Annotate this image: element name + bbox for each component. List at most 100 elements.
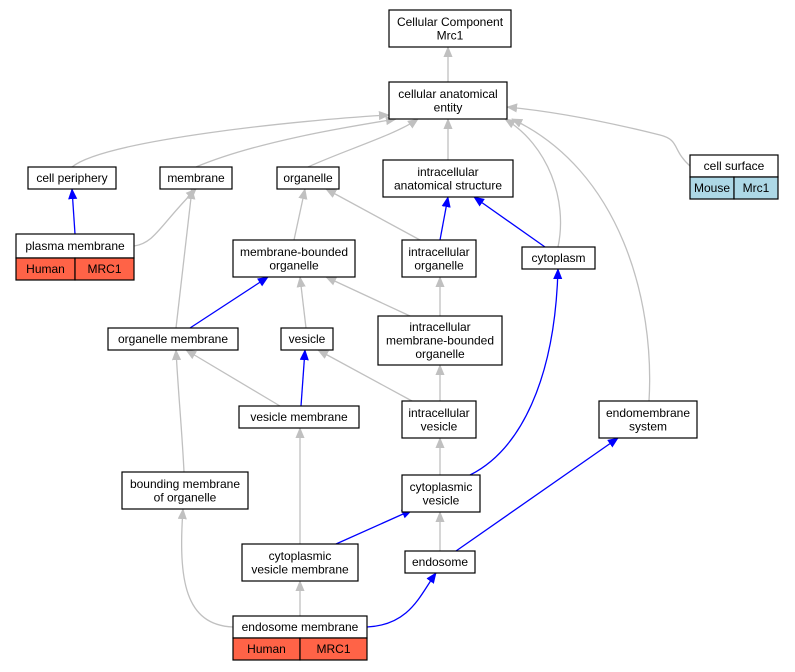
node-label: vesicle: [289, 332, 326, 346]
node-box: [401, 239, 477, 278]
node-box: [232, 239, 356, 278]
edge-intracellular-mb-organelle-to-membrane-bounded-organelle: [325, 276, 411, 317]
node-label: intracellular: [417, 165, 478, 179]
node-membrane[interactable]: membrane: [159, 166, 233, 190]
tag-cell: [299, 637, 368, 661]
edge-cytoplasm-to-cellular-anatomical-entity: [504, 118, 562, 248]
edge-layer: [68, 46, 691, 628]
edge-plasma-membrane-to-membrane: [133, 188, 197, 247]
edge-bounding-membrane-to-organelle-membrane: [171, 349, 185, 473]
node-label: cellular anatomical: [398, 87, 497, 101]
node-label: membrane: [167, 171, 225, 185]
node-label: membrane-bounded: [386, 334, 494, 348]
node-label: intracellular: [408, 245, 469, 259]
node-label: membrane-bounded: [240, 245, 348, 259]
node-label: vesicle membrane: [251, 562, 349, 576]
node-box: [159, 166, 233, 190]
node-label: cytoplasmic: [410, 480, 473, 494]
edge-intracellular-organelle-to-intracellular-anatomical-structure: [439, 196, 451, 241]
node-box: [401, 400, 477, 439]
node-label: Mrc1: [437, 28, 464, 42]
node-label: vesicle membrane: [250, 410, 348, 424]
node-box: [377, 315, 503, 366]
node-box: [276, 166, 340, 190]
node-box: [27, 166, 117, 190]
node-label: plasma membrane: [25, 239, 125, 253]
node-organelle[interactable]: organelle: [276, 166, 340, 190]
edge-endomembrane-system-to-cellular-anatomical-entity: [511, 118, 651, 402]
tag-label: Human: [26, 262, 65, 276]
edge-intracellular-vesicle-to-vesicle: [317, 349, 413, 402]
edge-membrane-to-cellular-anatomical-entity: [195, 116, 397, 168]
node-label: endomembrane: [606, 406, 690, 420]
node-box: [388, 81, 508, 120]
node-label: cytoplasm: [531, 251, 585, 265]
tag-label: Mouse: [694, 181, 730, 195]
tag-label: Mrc1: [743, 181, 770, 195]
node-label: organelle membrane: [118, 332, 228, 346]
node-box: [401, 474, 481, 513]
node-cytoplasm[interactable]: cytoplasm: [521, 246, 596, 270]
node-label: organelle: [415, 347, 465, 361]
node-endosome[interactable]: endosome: [404, 550, 476, 574]
edge-organelle-membrane-to-membrane-bounded-organelle: [189, 276, 269, 329]
node-box: [521, 246, 596, 270]
edge-cytoplasmic-vesicle-to-cytoplasm: [469, 268, 563, 476]
node-label: entity: [434, 100, 463, 114]
node-vesicle-membrane[interactable]: vesicle membrane: [238, 405, 360, 429]
node-box: [598, 400, 698, 439]
node-label: intracellular: [409, 320, 470, 334]
edge-organelle-to-cellular-anatomical-entity: [307, 118, 419, 168]
node-label: Cellular Component: [397, 15, 504, 29]
node-label: organelle: [283, 171, 333, 185]
node-box: [241, 543, 359, 582]
edge-plasma-membrane-to-cell-periphery: [68, 188, 78, 235]
node-label: of organelle: [154, 490, 217, 504]
tag-label: MRC1: [316, 642, 350, 656]
node-label: endosome: [412, 555, 468, 569]
edge-cytoplasm-to-intracellular-anatomical-structure: [473, 196, 546, 248]
node-label: organelle: [414, 258, 464, 272]
node-label: system: [629, 419, 667, 433]
edge-endosome-membrane-to-bounding-membrane: [177, 508, 234, 628]
tag-cell: [733, 176, 779, 200]
tag-label: Human: [247, 642, 286, 656]
edge-organelle-membrane-to-membrane: [175, 188, 196, 329]
edge-intracellular-organelle-to-organelle: [325, 188, 421, 241]
node-label: vesicle: [423, 493, 460, 507]
edge-vesicle-membrane-to-organelle-membrane: [185, 349, 281, 407]
node-label: bounding membrane: [130, 477, 240, 491]
node-label: vesicle: [421, 419, 458, 433]
edge-endosome-to-endomembrane-system: [455, 437, 619, 552]
node-box: [280, 327, 334, 351]
node-label: cell surface: [704, 159, 765, 173]
node-cell-periphery[interactable]: cell periphery: [27, 166, 117, 190]
node-vesicle[interactable]: vesicle: [280, 327, 334, 351]
edge-cytoplasmic-vesicle-membrane-to-cytoplasmic-vesicle: [335, 509, 413, 545]
node-box: [238, 405, 360, 429]
node-label: anatomical structure: [394, 178, 502, 192]
node-organelle-membrane[interactable]: organelle membrane: [107, 327, 239, 351]
edge-cell-periphery-to-cellular-anatomical-entity: [71, 110, 390, 168]
tag-label: MRC1: [87, 262, 121, 276]
node-label: intracellular: [408, 406, 469, 420]
node-label: organelle: [269, 258, 319, 272]
node-label: cell periphery: [36, 171, 107, 185]
edge-cell-surface-to-cellular-anatomical-entity: [506, 103, 691, 167]
